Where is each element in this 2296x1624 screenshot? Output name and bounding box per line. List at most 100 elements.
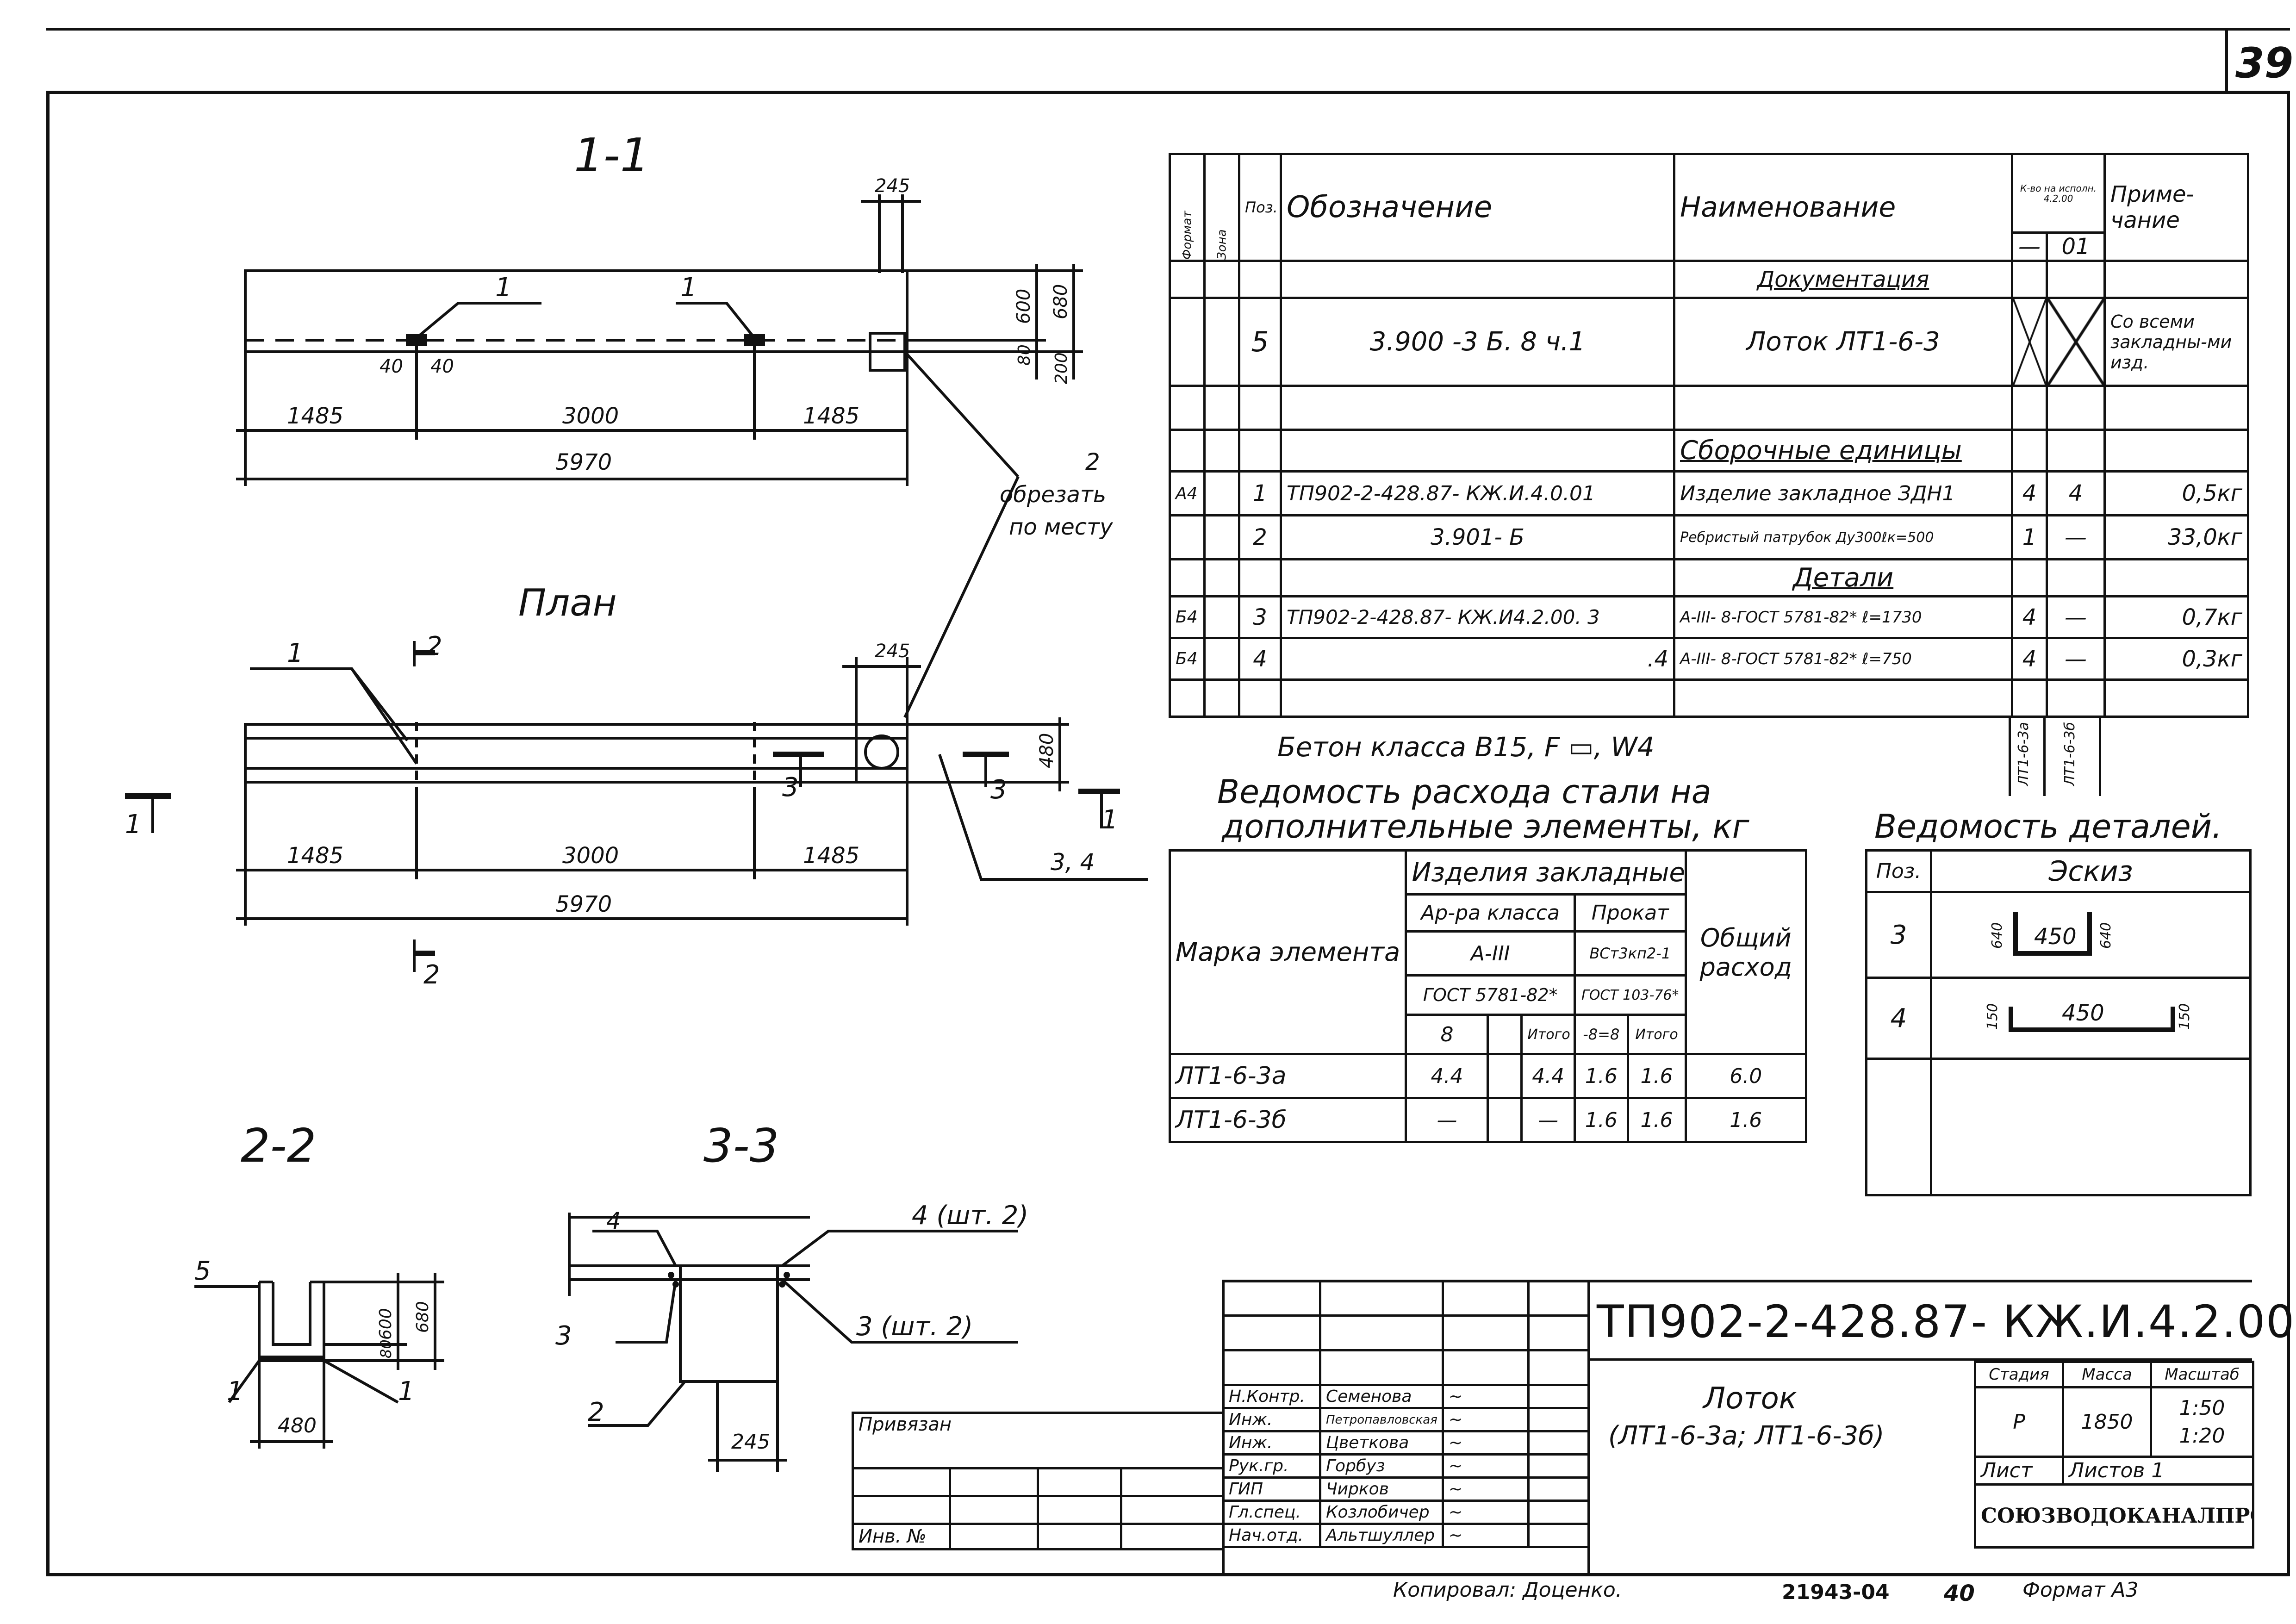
svg-text:40: 40	[380, 356, 403, 377]
crossed-cell	[2045, 297, 2106, 387]
sec-asm: Сборочные единицы	[1680, 436, 1962, 466]
stamp-code: ТП902-2-428.87- КЖ.И.4.2.00	[1597, 1296, 2296, 1348]
h-name: Наименование	[1673, 153, 2013, 262]
svg-text:480: 480	[278, 1414, 317, 1437]
svg-text:245: 245	[875, 641, 910, 662]
svg-text:2: 2	[1085, 448, 1100, 475]
signature: ~	[1442, 1407, 1530, 1432]
signature: ~	[1442, 1476, 1530, 1502]
svg-text:1: 1	[125, 809, 142, 840]
svg-text:1485: 1485	[287, 843, 343, 869]
svg-text:2: 2	[588, 1397, 604, 1427]
signature: ~	[1442, 1523, 1530, 1548]
sec-parts: Детали	[1792, 563, 1894, 593]
svg-text:1: 1	[227, 1376, 243, 1406]
svg-text:40: 40	[430, 356, 454, 377]
svg-text:3: 3	[782, 772, 799, 803]
h-note: Приме-чание	[2103, 153, 2250, 262]
svg-text:680: 680	[1050, 284, 1071, 319]
stamp-title-2: (ЛТ1-6-3а; ЛТ1-6-3б)	[1608, 1421, 1885, 1451]
footer-copied: Копировал: Доценко.	[1393, 1578, 1622, 1602]
details-title: Ведомость деталей.	[1874, 808, 2222, 846]
signature: ~	[1442, 1430, 1530, 1456]
svg-text:обрезать: обрезать	[1000, 482, 1106, 508]
concrete-note: Бетон класса В15, F ▭, W4	[1277, 731, 1655, 763]
title-2-2: 2-2	[241, 1119, 316, 1173]
col-label-b: ЛТ1-6-3б	[2062, 722, 2078, 786]
h-pos: Поз.	[1238, 153, 1282, 262]
svg-text:600: 600	[1013, 289, 1034, 324]
footer-sheet: 40	[1944, 1580, 1975, 1606]
svg-text:4 (шт. 2): 4 (шт. 2)	[912, 1201, 1028, 1231]
title-plan: План	[518, 581, 617, 624]
svg-text:150: 150	[1985, 1003, 2001, 1030]
svg-text:5970: 5970	[555, 891, 612, 917]
steel-title-2: дополнительные элементы, кг	[1222, 808, 1749, 846]
svg-text:80: 80	[1015, 344, 1034, 366]
page-number: 39	[2235, 39, 2294, 87]
signature: ~	[1442, 1384, 1530, 1409]
svg-text:200: 200	[1052, 352, 1071, 384]
svg-text:1485: 1485	[803, 403, 859, 429]
specification-table: Формат Зона Поз. Обозначение Наименовани…	[1169, 153, 2250, 718]
svg-text:480: 480	[1036, 733, 1058, 768]
svg-text:по месту: по месту	[1009, 514, 1113, 540]
section-2-2-profile	[258, 1282, 325, 1362]
svg-text:2: 2	[423, 960, 440, 990]
h-zone: Зона	[1204, 154, 1239, 261]
drawings-svg: 1-1 План 2-2 3-3 245 245 1485 3000 1485 …	[125, 128, 1148, 1472]
title-1-1: 1-1	[574, 128, 649, 182]
svg-text:1: 1	[680, 273, 697, 303]
svg-text:450: 450	[2034, 924, 2077, 950]
crossed-cell	[2011, 297, 2048, 387]
signature: ~	[1442, 1453, 1530, 1479]
signature: ~	[1442, 1500, 1530, 1525]
svg-text:1: 1	[495, 273, 512, 303]
stamp-title-1: Лоток	[1703, 1381, 1797, 1416]
sketch-4: 450 150 150	[1930, 977, 2252, 1060]
table-row: ЛТ1-6-3а	[1168, 1053, 1407, 1099]
steel-table: Марка элемента Изделия закладные Общий р…	[1168, 849, 1808, 1143]
page-number-box	[2225, 28, 2290, 91]
svg-text:5970: 5970	[555, 449, 612, 475]
h-format: Формат	[1170, 154, 1205, 261]
svg-text:1: 1	[398, 1376, 415, 1406]
attached-block: Привязан Инв. №	[851, 1412, 1225, 1550]
svg-text:600: 600	[376, 1308, 395, 1340]
svg-text:245: 245	[875, 175, 910, 197]
col-label-a: ЛТ1-6-3а	[2016, 722, 2032, 786]
svg-text:1485: 1485	[287, 403, 343, 429]
details-table: Поз. Эскиз 3 450 640 640 4 450 150 150	[1865, 849, 2252, 1196]
svg-text:640: 640	[1989, 922, 2005, 949]
sketch-3: 450 640 640	[1930, 891, 2252, 979]
drawing-frame	[46, 91, 2290, 1576]
svg-text:1: 1	[1101, 805, 1118, 835]
svg-text:3, 4: 3, 4	[1051, 849, 1095, 876]
svg-text:4: 4	[606, 1207, 621, 1234]
svg-text:245: 245	[731, 1430, 770, 1454]
steel-title-1: Ведомость расхода стали на	[1217, 773, 1711, 811]
svg-text:1: 1	[287, 638, 304, 668]
svg-text:5: 5	[194, 1256, 211, 1286]
h-designation: Обозначение	[1280, 153, 1675, 262]
qty-col-b-box	[2043, 717, 2101, 796]
stamp-code-box	[1587, 1280, 2252, 1361]
top-border-line	[46, 28, 2290, 31]
signature-grid: Н.Контр.Семенова~ Инж.Петропавловская~ И…	[1222, 1280, 1590, 1548]
footer-num: 21943-04	[1782, 1580, 1890, 1604]
svg-text:1485: 1485	[803, 843, 859, 869]
svg-text:450: 450	[2062, 1000, 2104, 1026]
title-3-3: 3-3	[703, 1119, 779, 1173]
svg-text:80: 80	[377, 1339, 395, 1358]
svg-text:3: 3	[990, 775, 1007, 805]
footer-format: Формат А3	[2022, 1578, 2139, 1602]
svg-text:2: 2	[426, 631, 442, 661]
svg-text:640: 640	[2098, 922, 2114, 949]
table-row: ЛТ1-6-3б	[1168, 1097, 1407, 1143]
stamp-left-divider	[1587, 1361, 1590, 1576]
svg-text:680: 680	[413, 1301, 432, 1333]
h-qty: К-во на исполн. 4.2.00	[2010, 153, 2106, 234]
section-1-1-outline	[244, 269, 908, 353]
qty-col-a-box	[2009, 717, 2046, 796]
